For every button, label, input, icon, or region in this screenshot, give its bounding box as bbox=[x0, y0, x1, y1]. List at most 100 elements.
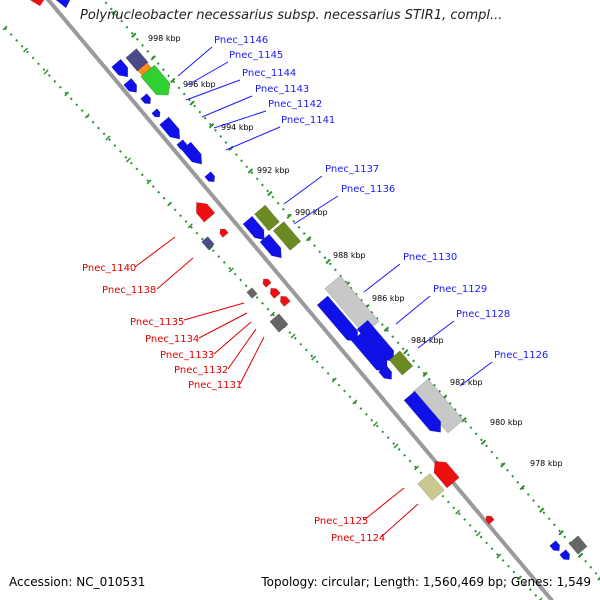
gene-pnec-1135-shape bbox=[246, 287, 258, 299]
kbp-label: 994 kbp bbox=[221, 123, 254, 132]
gene-small-4 bbox=[204, 171, 215, 183]
gene-blue-end1 bbox=[549, 540, 560, 552]
inner-tick-track-tick bbox=[311, 355, 317, 361]
inner-tick-track-tick bbox=[228, 267, 234, 273]
callout-line-forward bbox=[417, 320, 455, 349]
kbp-label: 992 kbp bbox=[257, 166, 290, 175]
gene-pnec-1140-shape bbox=[196, 202, 216, 223]
inner-tick-track-tick bbox=[290, 333, 296, 339]
inner-tick-track-tick bbox=[393, 443, 399, 449]
callout-line-reverse bbox=[213, 321, 252, 355]
gene-blue-e bbox=[403, 390, 441, 433]
callout-line-forward bbox=[177, 46, 213, 77]
outer-tick-track-tick bbox=[461, 416, 467, 423]
gene-top-blue bbox=[56, 0, 70, 8]
outer-tick-track-tick bbox=[558, 530, 564, 536]
inner-tick-track-tick bbox=[146, 179, 152, 185]
outer-tick-track-tick bbox=[480, 439, 487, 446]
gene-pnec-1125-shape bbox=[433, 461, 460, 489]
kbp-label: 978 kbp bbox=[530, 459, 563, 468]
inner-tick-track-tick bbox=[208, 245, 214, 251]
gene-label-forward: Pnec_1145 bbox=[229, 50, 283, 61]
genome-title: Polynucleobacter necessarius subsp. nece… bbox=[80, 8, 503, 23]
kbp-label: 986 kbp bbox=[372, 294, 405, 303]
gene-pnec-1137 bbox=[254, 204, 280, 232]
gene-label-forward: Pnec_1126 bbox=[494, 350, 548, 361]
inner-tick-track-tick bbox=[64, 91, 70, 97]
inner-tick-track-tick bbox=[43, 69, 49, 75]
callout-line-forward bbox=[459, 361, 493, 387]
gene-pnec-1141 bbox=[159, 116, 181, 140]
gene-pnec-1124-shape bbox=[417, 473, 445, 501]
gene-pnec-1143-shape bbox=[111, 58, 129, 78]
callout-line-forward bbox=[225, 126, 281, 151]
accession-text: Accession: NC_010531 bbox=[9, 575, 146, 589]
gene-pnec-1132 bbox=[280, 295, 291, 307]
inner-tick-track-tick bbox=[475, 531, 481, 537]
callout-line-forward bbox=[213, 110, 267, 129]
inner-tick-track-tick bbox=[84, 113, 90, 119]
gene-blue-b-shape bbox=[259, 233, 282, 259]
gene-grey-end-shape bbox=[568, 535, 588, 555]
callout-line-reverse bbox=[363, 487, 405, 521]
callout-line-reverse bbox=[227, 328, 257, 370]
gene-pnec-1143 bbox=[111, 58, 129, 78]
inner-tick-track-tick bbox=[455, 509, 461, 515]
outer-tick-track-tick bbox=[131, 32, 137, 38]
gene-pnec-1134 bbox=[262, 278, 272, 288]
callout-line-forward bbox=[363, 263, 401, 293]
gene-pnec-1137-shape bbox=[254, 204, 280, 232]
outer-tick-track-tick bbox=[286, 213, 292, 219]
outer-tick-track-tick bbox=[267, 190, 273, 197]
gene-small-1 bbox=[151, 108, 161, 118]
topology-text: Topology: circular; Length: 1,560,469 bp… bbox=[261, 575, 591, 589]
gene-pnec-1141-shape bbox=[159, 116, 181, 140]
gene-features bbox=[30, 0, 588, 561]
inner-tick-track-tick bbox=[105, 135, 111, 141]
gene-small-4-shape bbox=[204, 171, 215, 183]
outer-tick-track-tick bbox=[247, 168, 254, 174]
outer-tick-track-tick bbox=[305, 236, 312, 242]
gene-pnec-1138 bbox=[201, 236, 215, 250]
callout-line-reverse bbox=[198, 312, 248, 339]
gene-blue-e-shape bbox=[403, 390, 441, 433]
gene-blue-a-shape bbox=[242, 215, 265, 241]
gene-label-forward: Pnec_1136 bbox=[341, 184, 395, 195]
gene-pnec-1146-shape bbox=[125, 48, 149, 72]
gene-label-forward: Pnec_1137 bbox=[325, 164, 379, 175]
gene-label-reverse: Pnec_1138 bbox=[102, 285, 156, 296]
gene-pnec-1125 bbox=[433, 461, 460, 489]
outer-tick-track-tick bbox=[111, 9, 118, 16]
gene-red-small bbox=[219, 228, 229, 238]
gene-label-reverse: Pnec_1132 bbox=[174, 365, 228, 376]
gene-pnec-1133-shape bbox=[270, 287, 281, 299]
gene-label-forward: Pnec_1130 bbox=[403, 252, 457, 263]
inner-tick-track-tick bbox=[331, 377, 337, 383]
callout-line-reverse bbox=[134, 236, 176, 268]
gene-green-c-shape bbox=[388, 350, 414, 376]
gene-label-forward: Pnec_1144 bbox=[242, 68, 296, 79]
gene-pnec-1132-shape bbox=[280, 295, 291, 307]
kbp-label: 998 kbp bbox=[148, 34, 181, 43]
callout-line-forward bbox=[395, 295, 431, 325]
gene-label-forward: Pnec_1146 bbox=[214, 35, 268, 46]
gene-pnec-1131 bbox=[269, 313, 289, 333]
callout-line-reverse bbox=[380, 503, 419, 538]
gene-pnec-1133 bbox=[270, 287, 281, 299]
gene-small-3 bbox=[181, 141, 203, 165]
gene-label-reverse: Pnec_1125 bbox=[314, 516, 368, 527]
gene-label-reverse: Pnec_1124 bbox=[331, 533, 385, 544]
gene-blue-end2 bbox=[559, 549, 570, 561]
gene-grey-end bbox=[568, 535, 588, 555]
kbp-label: 982 kbp bbox=[450, 378, 483, 387]
backbone bbox=[45, 0, 555, 600]
gene-pnec-1126 bbox=[412, 378, 464, 434]
inner-tick-track-tick bbox=[372, 421, 378, 427]
gene-pnec-1142-shape bbox=[123, 78, 137, 93]
outer-tick-track-tick bbox=[539, 507, 545, 513]
inner-tick-track-tick bbox=[269, 311, 276, 317]
gene-callouts: Pnec_1146Pnec_1145Pnec_1144Pnec_1143Pnec… bbox=[82, 35, 548, 544]
callout-line-forward bbox=[201, 95, 253, 118]
